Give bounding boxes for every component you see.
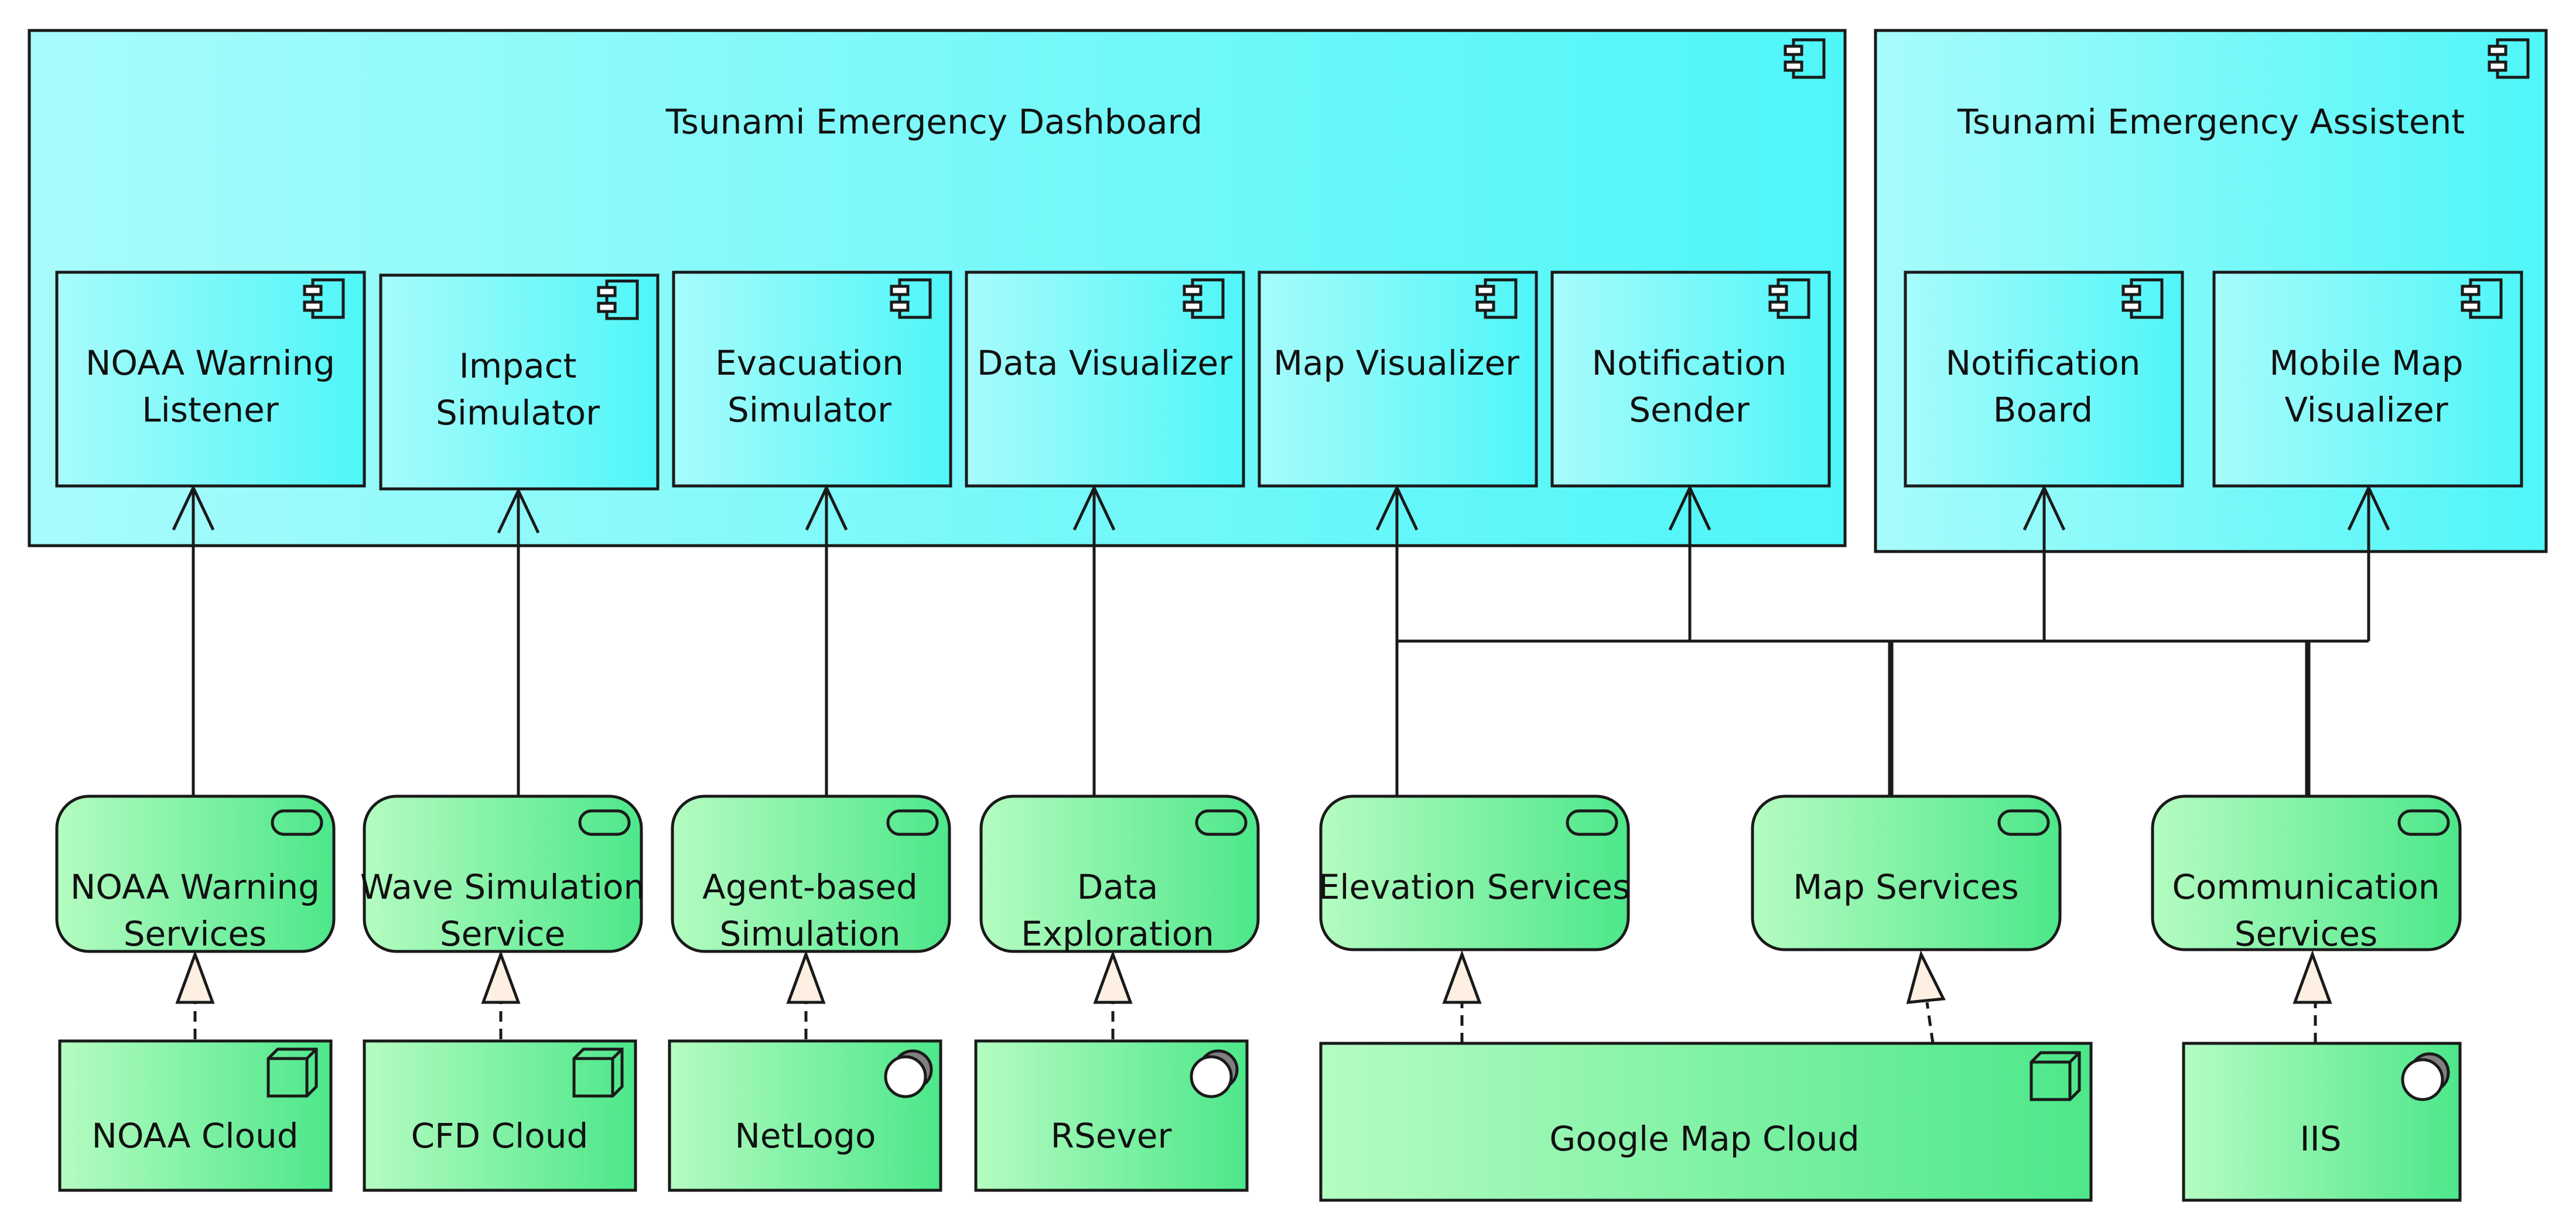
component-label: Simulator: [727, 390, 891, 430]
node-label: NOAA Cloud: [91, 1116, 298, 1156]
elevation-services[interactable]: Elevation Services: [1318, 794, 1630, 951]
component-label: Data Visualizer: [977, 343, 1232, 383]
mobile-map-visualizer-component[interactable]: Mobile Map Visualizer: [2212, 270, 2523, 488]
service-label: Services: [2235, 914, 2378, 954]
realization-connectors: [175, 950, 2332, 1044]
component-label: Notification: [1592, 343, 1787, 383]
arrowhead: [805, 484, 848, 531]
map-services[interactable]: Map Services: [1751, 794, 2062, 951]
arrowhead: [1072, 484, 1116, 531]
iis-system-software[interactable]: IIS: [2182, 1042, 2462, 1202]
rsever-system-software[interactable]: RSever: [974, 1039, 1249, 1192]
component-label: Sender: [1629, 390, 1750, 430]
component-label: Impact: [459, 346, 577, 386]
component-label: NOAA Warning: [86, 343, 335, 383]
node-label: RSever: [1051, 1116, 1172, 1156]
noaa-warning-listener-component[interactable]: NOAA Warning Listener: [55, 270, 366, 488]
realization-head: [2293, 950, 2332, 1004]
service-label: Map Services: [1793, 867, 2018, 907]
component-label: Simulator: [436, 393, 600, 433]
service-label: NOAA Warning: [70, 867, 320, 907]
arrowhead: [1375, 484, 1419, 531]
component-label: Mobile Map: [2269, 343, 2463, 383]
wave-simulation-service[interactable]: Wave Simulation Service: [360, 794, 645, 954]
data-exploration-service[interactable]: Data Exploration: [979, 794, 1260, 954]
agent-based-simulation-service[interactable]: Agent-based Simulation: [671, 794, 951, 954]
component-label: Evacuation: [715, 343, 904, 383]
component-label: Listener: [142, 390, 279, 430]
realization-head: [481, 950, 521, 1004]
assistant-title: Tsunami Emergency Assistent: [1957, 102, 2465, 142]
noaa-warning-services[interactable]: NOAA Warning Services: [55, 794, 336, 954]
node-label: NetLogo: [735, 1116, 876, 1156]
component-label: Board: [1993, 390, 2093, 430]
service-label: Wave Simulation: [360, 867, 645, 907]
service-label: Elevation Services: [1318, 867, 1630, 907]
notification-board-component[interactable]: Notification Board: [1904, 270, 2184, 488]
serving-connectors: [172, 484, 2390, 796]
communication-services[interactable]: Communication Services: [2151, 794, 2462, 954]
data-visualizer-component[interactable]: Data Visualizer: [965, 270, 1245, 488]
realization-head: [175, 950, 215, 1004]
realization-head: [1442, 950, 1482, 1004]
notification-sender-component[interactable]: Notification Sender: [1550, 270, 1831, 488]
cfd-cloud-node[interactable]: CFD Cloud: [363, 1039, 637, 1192]
arrowhead: [2347, 484, 2390, 531]
realization-head: [786, 950, 826, 1004]
arrowhead: [172, 484, 215, 531]
realization-head: [1906, 950, 1946, 1004]
service-label: Data: [1077, 867, 1159, 907]
arrowhead: [1668, 484, 1711, 531]
service-label: Simulation: [720, 914, 901, 954]
arrowhead: [497, 487, 540, 534]
realization-head: [1093, 950, 1133, 1004]
map-visualizer-component[interactable]: Map Visualizer: [1258, 270, 1538, 488]
service-label: Services: [124, 914, 267, 954]
dashboard-title: Tsunami Emergency Dashboard: [665, 102, 1202, 142]
impact-simulator-component[interactable]: Impact Simulator: [379, 273, 660, 491]
service-label: Communication: [2172, 867, 2440, 907]
node-label: Google Map Cloud: [1549, 1119, 1859, 1159]
service-label: Exploration: [1021, 914, 1214, 954]
component-label: Visualizer: [2284, 390, 2448, 430]
node-label: IIS: [2300, 1119, 2341, 1159]
netlogo-system-software[interactable]: NetLogo: [668, 1039, 942, 1192]
realization-line: [1925, 1002, 1935, 1044]
component-label: Map Visualizer: [1273, 343, 1519, 383]
arrowhead: [2022, 484, 2066, 531]
component-label: Notification: [1946, 343, 2141, 383]
service-label: Agent-based: [702, 867, 918, 907]
node-label: CFD Cloud: [411, 1116, 589, 1156]
noaa-cloud-node[interactable]: NOAA Cloud: [58, 1039, 333, 1192]
service-label: Service: [440, 914, 565, 954]
evacuation-simulator-component[interactable]: Evacuation Simulator: [672, 270, 952, 488]
google-map-cloud-node[interactable]: Google Map Cloud: [1319, 1042, 2093, 1202]
